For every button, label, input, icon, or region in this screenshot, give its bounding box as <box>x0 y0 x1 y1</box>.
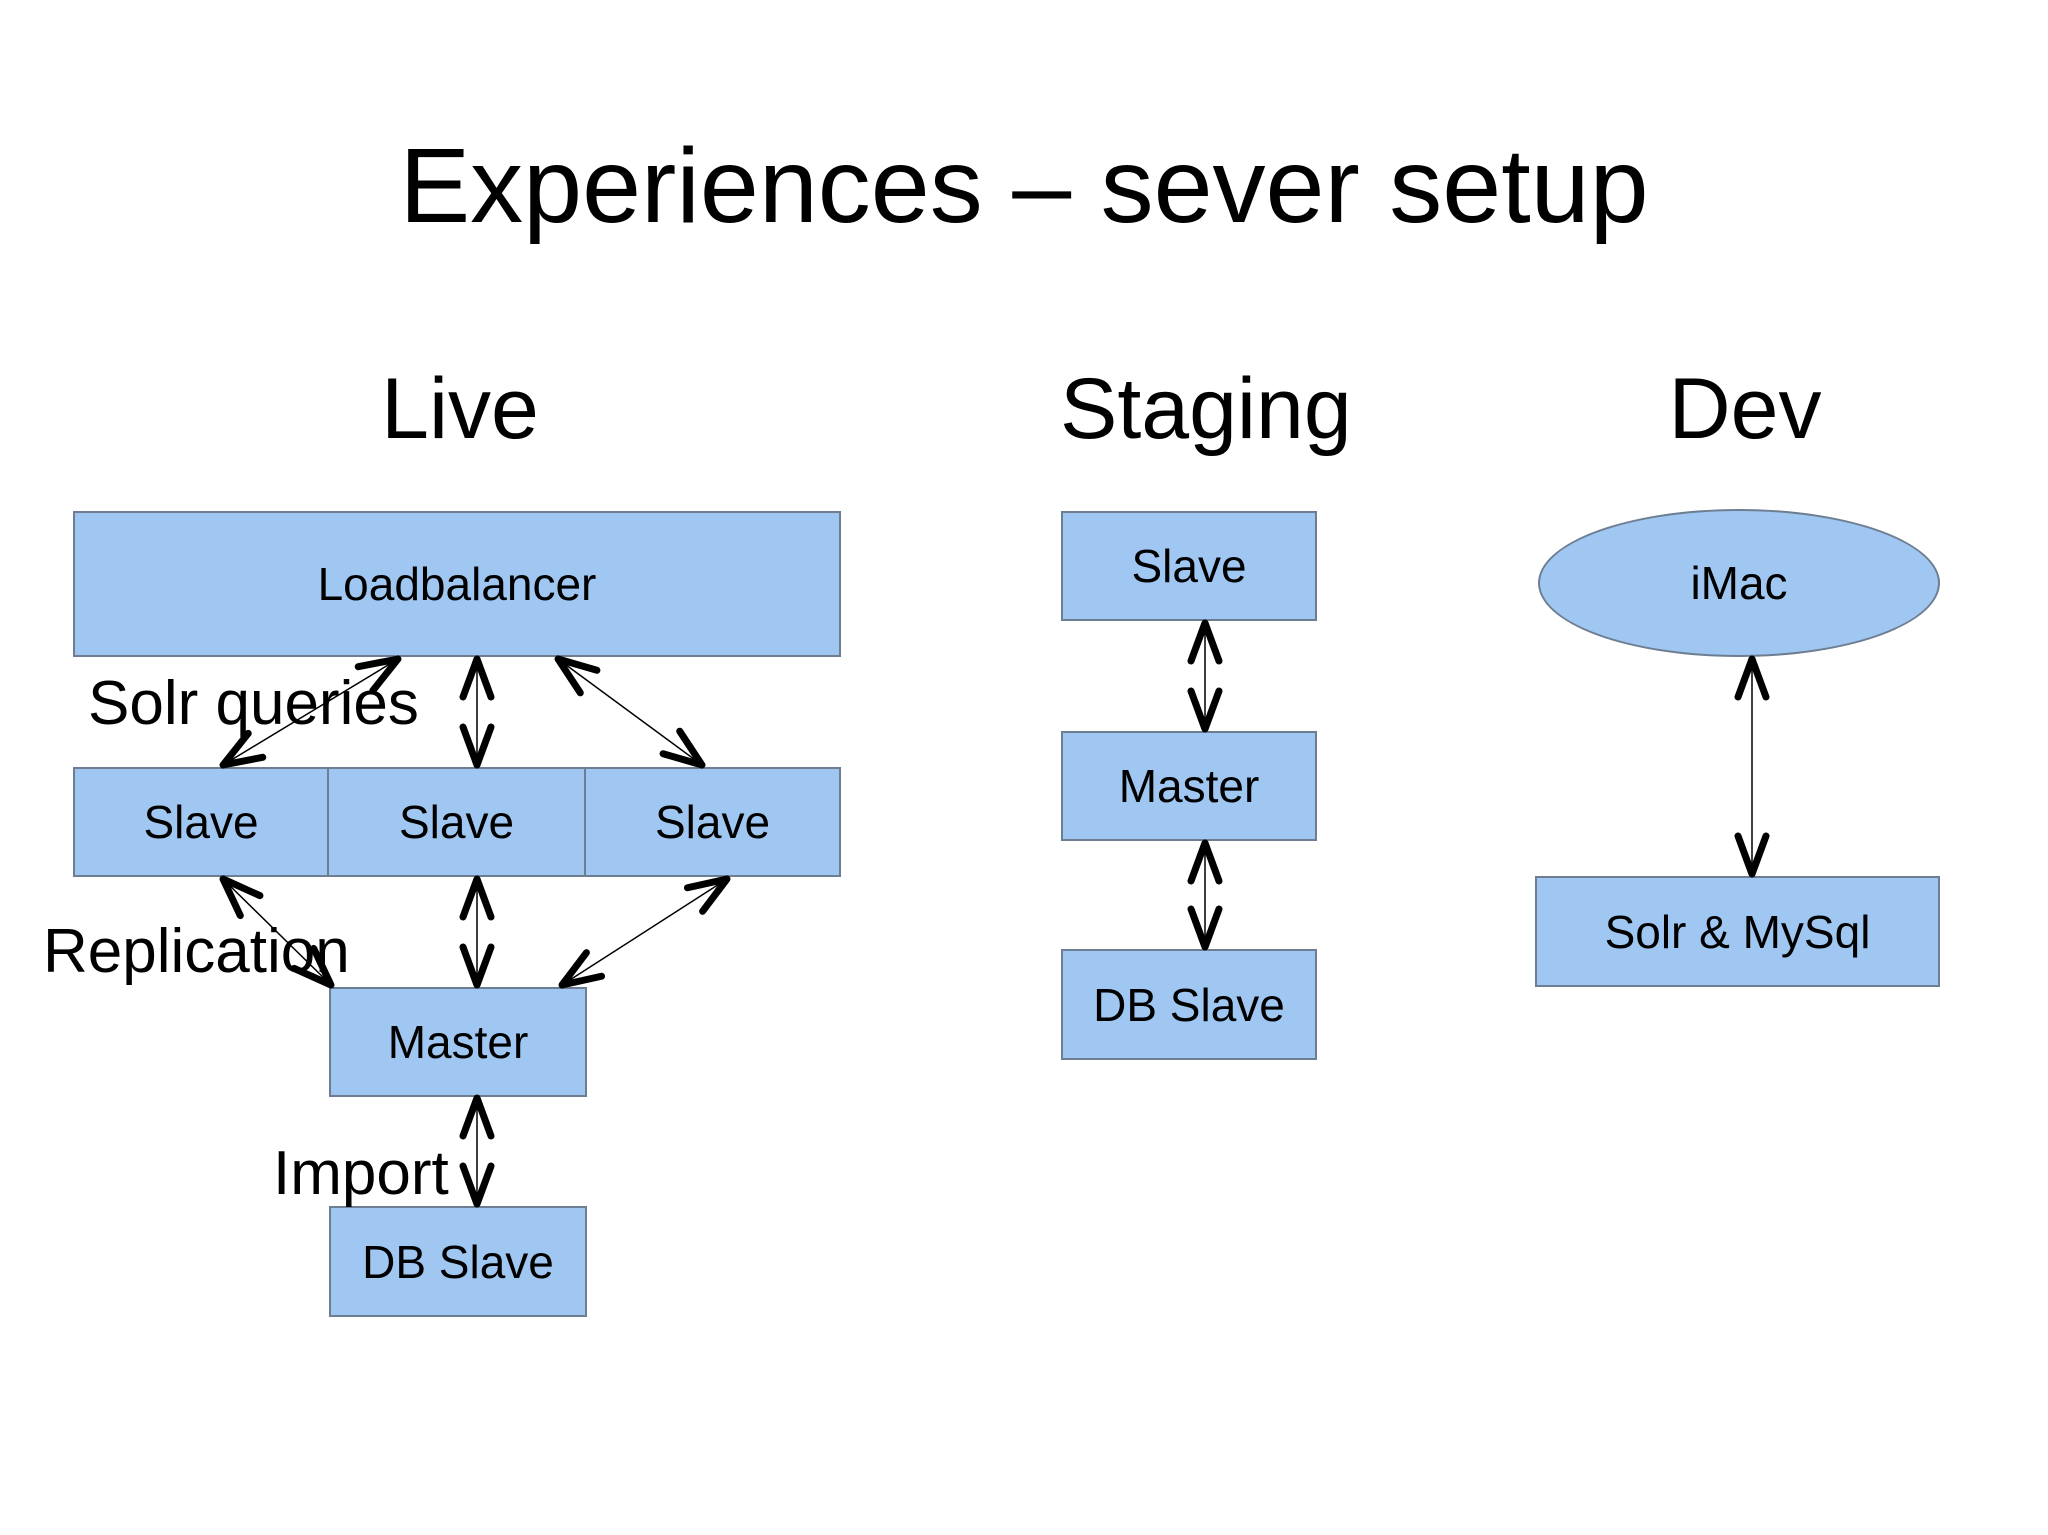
column-heading-staging: Staging <box>1060 361 1352 457</box>
slide-title: Experiences – sever setup <box>399 127 1649 245</box>
node-dev-imac: iMac <box>1538 509 1940 657</box>
node-staging-db-slave: DB Slave <box>1061 949 1317 1060</box>
node-live-slave-3: Slave <box>584 767 841 877</box>
label-solr-queries: Solr queries <box>88 669 419 738</box>
label-import: Import <box>273 1139 449 1208</box>
label-replication: Replication <box>43 917 350 986</box>
column-heading-live: Live <box>381 361 539 457</box>
node-live-db-slave: DB Slave <box>329 1206 587 1317</box>
arrow-loadbalancer-slave3 <box>554 655 706 769</box>
node-dev-solr-mysql: Solr & MySql <box>1535 876 1940 987</box>
node-staging-slave: Slave <box>1061 511 1317 621</box>
node-live-master: Master <box>329 987 587 1097</box>
node-live-slave-1: Slave <box>73 767 329 877</box>
node-staging-master: Master <box>1061 731 1317 841</box>
column-heading-dev: Dev <box>1668 361 1822 457</box>
node-live-slave-2: Slave <box>327 767 586 877</box>
node-loadbalancer: Loadbalancer <box>73 511 841 657</box>
arrow-slave3-master <box>558 875 731 989</box>
